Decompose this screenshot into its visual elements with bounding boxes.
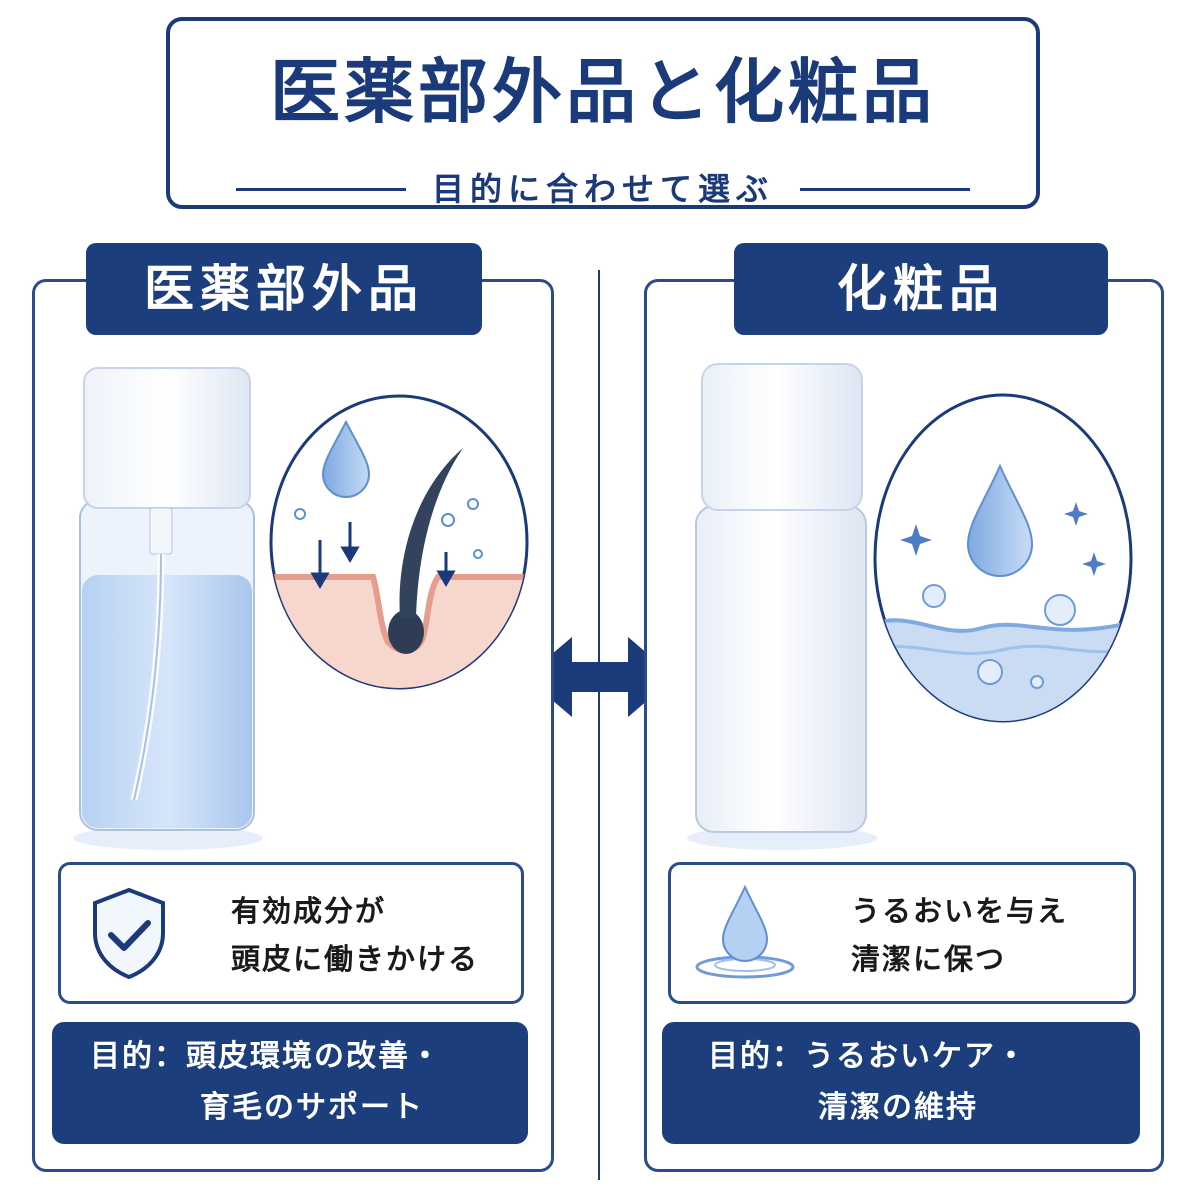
quasi-drug-purpose: 目的：頭皮環境の改善・ 育毛のサポート: [52, 1022, 528, 1144]
pump-bottle-icon: [73, 367, 263, 850]
scalp-hair-icon: [269, 394, 529, 690]
subtitle-row: 目的に合わせて選ぶ: [170, 171, 1036, 211]
quasi-drug-feature-line-1: 有効成分が: [231, 894, 387, 928]
subtitle-rule-left: [236, 188, 406, 191]
cosmetic-purpose-line-2: 清潔の維持: [818, 1090, 978, 1125]
title-box: 医薬部外品と化粧品 目的に合わせて選ぶ: [166, 17, 1040, 209]
quasi-drug-feature-line-2: 頭皮に働きかける: [231, 942, 480, 976]
cosmetic-feature-box: うるおいを与え 清潔に保つ: [668, 862, 1136, 1004]
bottle-icon: [687, 363, 877, 850]
center-divider: [598, 270, 600, 1180]
page-subtitle: 目的に合わせて選ぶ: [431, 170, 774, 208]
double-arrow-icon: [525, 637, 675, 717]
page-title: 医薬部外品と化粧品: [270, 51, 936, 133]
water-drop-icon: [873, 393, 1133, 723]
subtitle-rule-right: [800, 188, 970, 191]
quasi-drug-feature-box: 有効成分が 頭皮に働きかける: [58, 862, 524, 1004]
cosmetic-label: 化粧品: [734, 243, 1108, 335]
cosmetic-feature-line-1: うるおいを与え: [851, 894, 1069, 928]
drop-ripple-icon: [695, 884, 795, 979]
shield-check-icon: [93, 887, 165, 980]
cosmetic-feature-line-2: 清潔に保つ: [851, 942, 1007, 976]
quasi-drug-label: 医薬部外品: [86, 243, 482, 335]
quasi-drug-purpose-line-2: 育毛のサポート: [200, 1090, 424, 1125]
cosmetic-purpose: 目的：うるおいケア・ 清潔の維持: [662, 1022, 1140, 1144]
quasi-drug-purpose-line-1: 目的：頭皮環境の改善・: [90, 1039, 442, 1074]
cosmetic-purpose-line-1: 目的：うるおいケア・: [708, 1039, 1028, 1074]
